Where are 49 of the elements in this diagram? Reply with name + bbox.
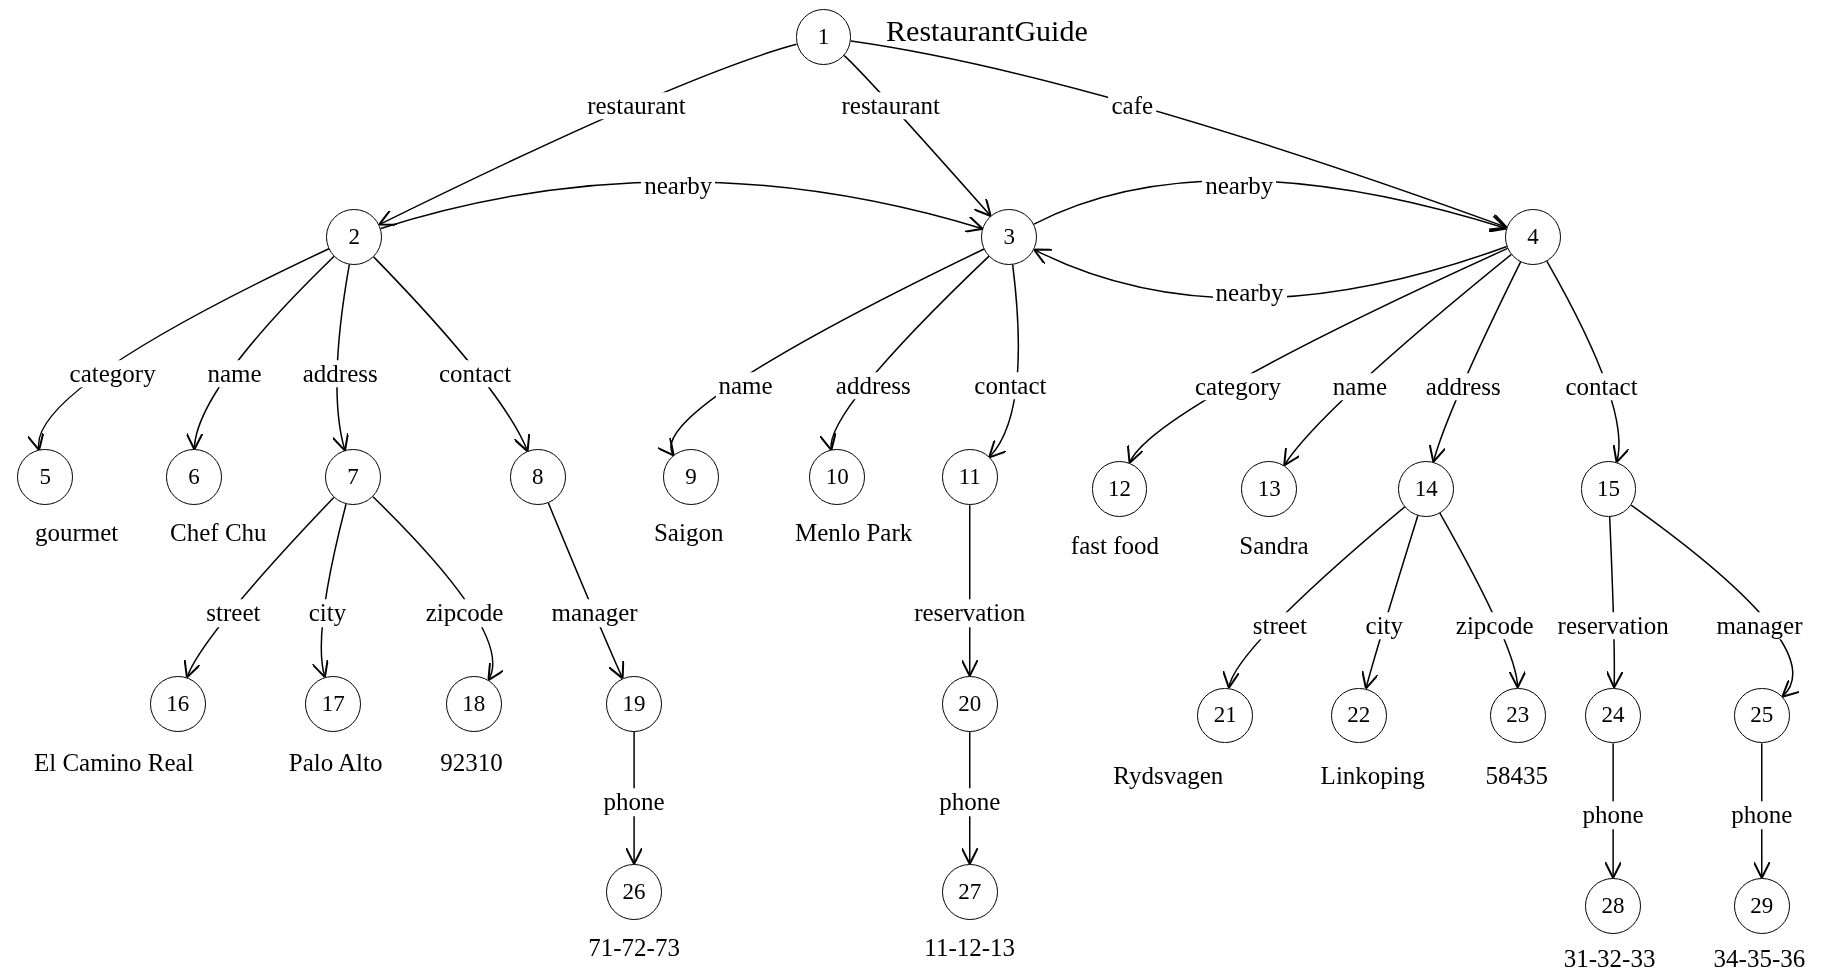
node-circle: 27 bbox=[941, 864, 998, 920]
value-label: Menlo Park bbox=[794, 519, 913, 548]
node-circle: 24 bbox=[1585, 687, 1641, 744]
value-label: 11-12-13 bbox=[924, 933, 1016, 962]
value-label: 31-32-33 bbox=[1563, 945, 1656, 974]
value-label: El Camino Real bbox=[33, 749, 194, 777]
node-circle: 8 bbox=[509, 449, 566, 506]
node-circle: 15 bbox=[1580, 461, 1637, 517]
node-circle: 10 bbox=[809, 449, 866, 506]
value-label: Palo Alto bbox=[288, 749, 383, 777]
node-circle: 9 bbox=[663, 449, 719, 506]
node-circle: 13 bbox=[1241, 461, 1298, 517]
node-circle: 4 bbox=[1505, 209, 1561, 265]
node-circle: 21 bbox=[1197, 687, 1254, 744]
value-label: Rydsvagen bbox=[1113, 761, 1224, 790]
value-label: Linkoping bbox=[1320, 761, 1425, 790]
value-label: Sandra bbox=[1239, 531, 1309, 560]
node-circle: 7 bbox=[325, 449, 381, 506]
arrow bbox=[850, 40, 1508, 231]
node-circle: 23 bbox=[1490, 687, 1546, 744]
arrow bbox=[659, 248, 985, 457]
value-label: 58435 bbox=[1485, 761, 1548, 790]
node-circle: 14 bbox=[1398, 461, 1454, 517]
node-circle: 28 bbox=[1585, 877, 1641, 934]
node-circle: 20 bbox=[941, 675, 998, 732]
value-label: 92310 bbox=[440, 749, 503, 777]
value-label: gourmet bbox=[35, 519, 119, 548]
value-label: 71-72-73 bbox=[588, 933, 680, 962]
edge-label: restaurant bbox=[584, 91, 689, 120]
node-circle: 16 bbox=[149, 675, 206, 732]
node-circle: 26 bbox=[606, 864, 662, 920]
value-label: Saigon bbox=[653, 519, 724, 548]
value-label: RestaurantGuide bbox=[886, 14, 1088, 49]
node-circle: 25 bbox=[1733, 687, 1790, 744]
value-label: Chef Chu bbox=[170, 519, 267, 548]
node-circle: 11 bbox=[941, 449, 998, 506]
node-circle: 5 bbox=[17, 449, 74, 506]
value-label: 34-35-36 bbox=[1713, 945, 1806, 974]
value-label: fast food bbox=[1070, 531, 1159, 560]
node-circle: 22 bbox=[1330, 687, 1387, 744]
node-circle: 3 bbox=[981, 209, 1038, 265]
node-circle: 18 bbox=[445, 675, 502, 732]
node-circle: 6 bbox=[166, 449, 222, 506]
node-circle: 2 bbox=[326, 209, 383, 265]
node-circle: 17 bbox=[305, 675, 362, 732]
node-circle: 1 bbox=[795, 9, 852, 65]
node-circle: 12 bbox=[1091, 461, 1148, 517]
node-circle: 29 bbox=[1733, 877, 1790, 934]
node-circle: 19 bbox=[606, 675, 662, 732]
